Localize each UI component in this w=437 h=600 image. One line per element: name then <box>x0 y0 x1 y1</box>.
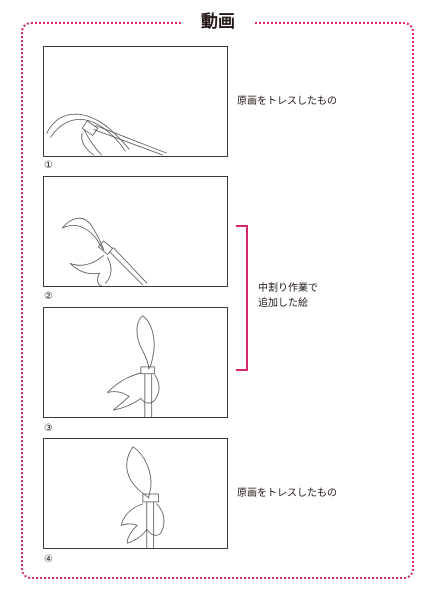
frame-panel-4 <box>43 438 228 549</box>
frame-3-sketch <box>107 315 160 417</box>
frame-number-2: ② <box>44 291 53 302</box>
inbetween-note-line-2: 追加した絵 <box>258 298 308 309</box>
frame-panel-2 <box>43 176 228 287</box>
page-title: 動画 <box>183 10 253 34</box>
frame-panel-3 <box>43 307 228 418</box>
frame-1-note: 原画をトレスしたもの <box>237 96 337 107</box>
frame-number-3: ③ <box>44 423 53 434</box>
inbetween-bracket <box>236 225 248 371</box>
frame-4-sketch <box>120 446 165 548</box>
frame-4-note: 原画をトレスしたもの <box>237 488 337 499</box>
inbetween-note-line-1: 中割り作業で <box>258 283 318 294</box>
frame-1-sketch <box>46 113 167 156</box>
frame-panel-1 <box>43 46 228 157</box>
frame-number-1: ① <box>44 160 53 171</box>
frame-number-4: ④ <box>44 554 53 565</box>
frame-2-sketch <box>61 217 148 286</box>
